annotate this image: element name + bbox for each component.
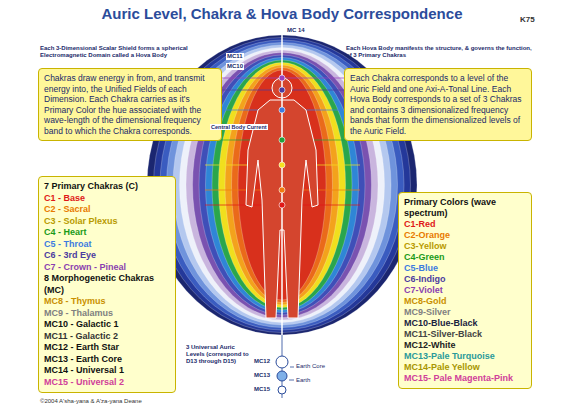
note: Each 3-Dimensional Scalar Shield forms a… (40, 45, 222, 59)
list-heading: 7 Primary Chakras (C) (44, 181, 170, 193)
chakra-dot (279, 162, 285, 168)
callout-box: Each Chakra corresponds to a level of th… (344, 68, 532, 141)
leader-line (289, 380, 294, 381)
list-item: MC9 - Thalamus (44, 308, 170, 320)
list-item: C3-Yellow (404, 241, 526, 252)
list-item: C7-Violet (404, 285, 526, 296)
chakra-dot (279, 202, 285, 208)
callout-number: MC10 (226, 63, 244, 70)
chakra-dot (279, 187, 285, 193)
list-item: C6 - 3rd Eye (44, 250, 170, 262)
list-item: MC13-Pale Turquoise (404, 351, 526, 362)
chakra-list-box: 7 Primary Chakras (C)C1 - BaseC2 - Sacra… (38, 176, 176, 393)
chakra-dot (279, 75, 285, 81)
list-item: C1-Red (404, 219, 526, 230)
callout-label: Central Body Current (210, 124, 268, 130)
list-item: C3 - Solar Plexus (44, 216, 170, 228)
callout-text: Each Chakra corresponds to a level of th… (350, 73, 526, 136)
list-item: MC8-Gold (404, 296, 526, 307)
list-item: MC8 - Thymus (44, 296, 170, 308)
list-item: C7 - Crown - Pineal (44, 262, 170, 274)
note: Each Hova Body manifests the structure, … (346, 45, 532, 59)
list-item: C4-Green (404, 252, 526, 263)
universal-circle (278, 386, 286, 394)
list-item: C6-Indigo (404, 274, 526, 285)
list-item: 8 Morphogenetic Chakras (MC) (44, 273, 170, 296)
callout-text: Chakras draw energy in from, and transmi… (44, 73, 216, 136)
list-item: C1 - Base (44, 193, 170, 205)
list-item: MC10-Blue-Black (404, 318, 526, 329)
chakra-dots (279, 75, 285, 208)
list-item: C2 - Sacral (44, 204, 170, 216)
color-list-box: Primary Colors (wave spectrum)C1-RedC2-O… (398, 192, 532, 389)
note: 3 Universal Auric Levels (correspond to … (186, 344, 250, 365)
earth-star-circle (276, 356, 288, 368)
callout-number: MC12 (254, 358, 270, 365)
list-item: MC15- Pale Magenta-Pink (404, 373, 526, 384)
earth-symbol (276, 356, 294, 394)
callout-number: MC15 (254, 386, 270, 393)
title: Auric Level, Chakra & Hova Body Correspo… (0, 5, 564, 22)
list-item: MC14-Pale Yellow (404, 362, 526, 373)
list-heading: Primary Colors (wave spectrum) (404, 197, 526, 219)
list-item: MC13 - Earth Core (44, 354, 170, 366)
list-item: MC12-White (404, 340, 526, 351)
sheet-code: K75 (520, 15, 535, 24)
chakra-dot (279, 87, 285, 93)
list-item: MC12 - Earth Star (44, 342, 170, 354)
callout-label: Earth (296, 377, 310, 384)
chakra-dot (279, 107, 285, 113)
callout-number: MC11 (226, 53, 244, 60)
list-item: MC14 - Universal 1 (44, 365, 170, 377)
list-item: C4 - Heart (44, 227, 170, 239)
callout-box: Chakras draw energy in from, and transmi… (38, 68, 222, 141)
list-item: MC10 - Galactic 1 (44, 319, 170, 331)
callout-label: Earth Core (296, 363, 325, 370)
copyright: ©2004 A'sha-yana & A'za-yana Deane (40, 398, 142, 405)
earth-core-circle (277, 371, 287, 381)
leader-line (290, 367, 294, 368)
callout-number: MC13 (254, 372, 270, 379)
list-item: C5-Blue (404, 263, 526, 274)
list-item: MC15 - Universal 2 (44, 377, 170, 389)
callout-number: MC 14 (287, 27, 305, 34)
chakra-dot (279, 137, 285, 143)
list-item: C2-Orange (404, 230, 526, 241)
list-item: MC9-Silver (404, 307, 526, 318)
list-item: MC11 - Galactic 2 (44, 331, 170, 343)
list-item: MC11-Silver-Black (404, 329, 526, 340)
list-item: C5 - Throat (44, 239, 170, 251)
